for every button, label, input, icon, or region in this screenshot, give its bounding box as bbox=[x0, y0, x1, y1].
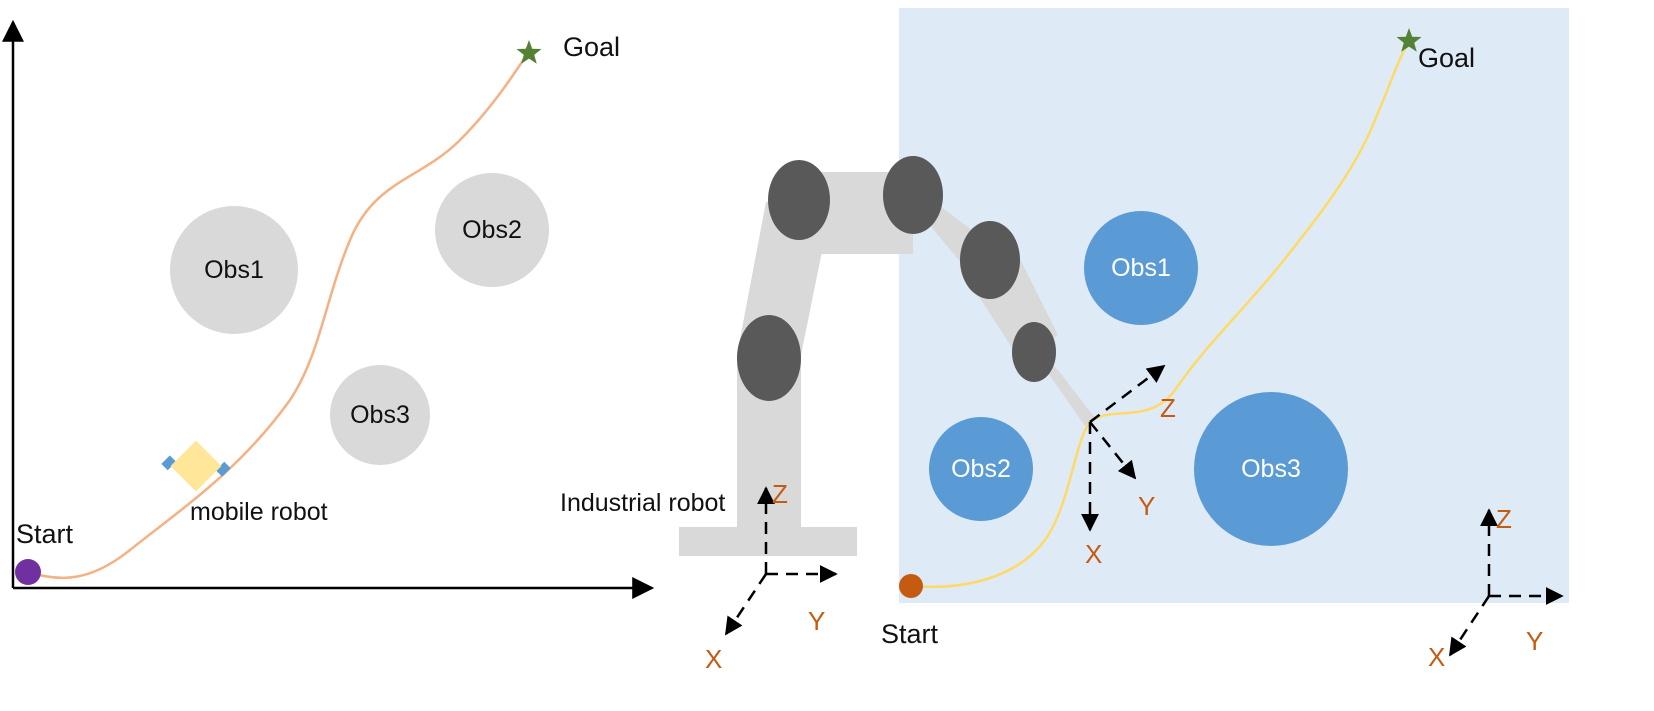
robot-joint-1 bbox=[737, 315, 801, 401]
tool-frame-x-label: X bbox=[1085, 539, 1102, 569]
start-label: Start bbox=[881, 619, 939, 649]
obstacle-2 bbox=[929, 417, 1033, 521]
obstacle-1-label: Obs1 bbox=[1111, 254, 1171, 282]
tool-frame-y-label: Y bbox=[1138, 491, 1155, 521]
obstacle-3-label: Obs3 bbox=[350, 401, 410, 429]
robot-joint-4 bbox=[960, 221, 1020, 299]
mobile-robot-icon bbox=[161, 440, 231, 492]
base-frame-z-label: Z bbox=[772, 479, 788, 509]
base-coordinate-frame: Z Y X bbox=[705, 479, 838, 674]
start-label: Start bbox=[16, 519, 74, 549]
obstacle-2-label: Obs2 bbox=[951, 455, 1011, 483]
robot-joint-3 bbox=[883, 156, 943, 234]
mobile-robot-panel: Obs1 Obs2 Obs3 Goal Start mobile robot bbox=[1, 19, 655, 599]
obstacle-1 bbox=[1084, 211, 1198, 325]
mobile-robot-label: mobile robot bbox=[190, 498, 328, 526]
base-frame-y-label: Y bbox=[808, 606, 825, 636]
robot-joint-2 bbox=[768, 160, 830, 240]
world-frame-x-label: X bbox=[1428, 642, 1445, 672]
obstacle-3 bbox=[330, 365, 430, 465]
tool-coordinate-frame: Z Y X bbox=[1081, 364, 1176, 569]
world-frame-y-label: Y bbox=[1526, 626, 1543, 656]
mobile-robot-path bbox=[27, 52, 530, 580]
obstacle-2-label: Obs2 bbox=[462, 216, 522, 244]
world-frame-z-label: Z bbox=[1496, 504, 1512, 534]
arm-end-effector-path bbox=[911, 40, 1411, 589]
industrial-robot-label: Industrial robot bbox=[560, 489, 725, 517]
base-frame-x-label: X bbox=[705, 644, 722, 674]
goal-label: Goal bbox=[563, 32, 620, 62]
industrial-robot-panel: Industrial robot Z Y X Obs1 Obs2 Obs3 Z … bbox=[560, 8, 1569, 674]
start-point bbox=[899, 574, 923, 598]
obstacle-3 bbox=[1194, 392, 1348, 546]
obstacle-2 bbox=[435, 173, 549, 287]
obstacle-1 bbox=[170, 206, 298, 334]
goal-star-icon bbox=[516, 40, 542, 64]
goal-label: Goal bbox=[1418, 43, 1475, 73]
robot-joint-5 bbox=[1012, 322, 1056, 382]
robot-base-plate bbox=[679, 527, 857, 556]
world-coordinate-frame: Z Y X bbox=[1428, 504, 1564, 672]
obstacle-1-label: Obs1 bbox=[204, 256, 264, 284]
industrial-robot-arm bbox=[679, 156, 1095, 556]
goal-star-icon bbox=[1396, 28, 1422, 52]
start-point bbox=[15, 559, 41, 585]
obstacle-3-label: Obs3 bbox=[1241, 455, 1301, 483]
tool-frame-z-label: Z bbox=[1160, 393, 1176, 423]
